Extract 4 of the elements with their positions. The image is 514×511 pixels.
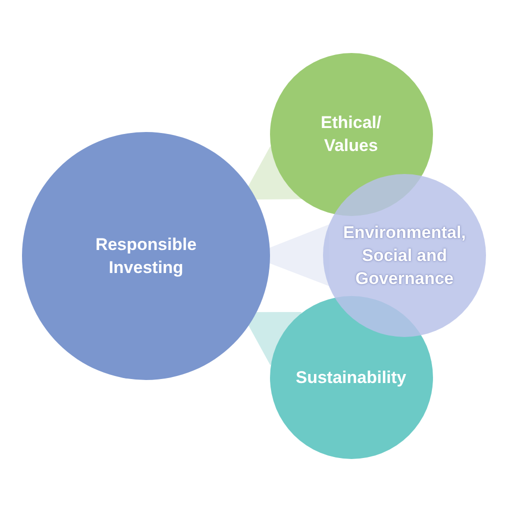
circle-label: Responsible Investing (94, 234, 198, 279)
circle-label: Environmental, Social and Governance (342, 222, 467, 290)
circle-label: Sustainability (296, 366, 406, 388)
circle-label: Ethical/ Values (320, 112, 382, 157)
